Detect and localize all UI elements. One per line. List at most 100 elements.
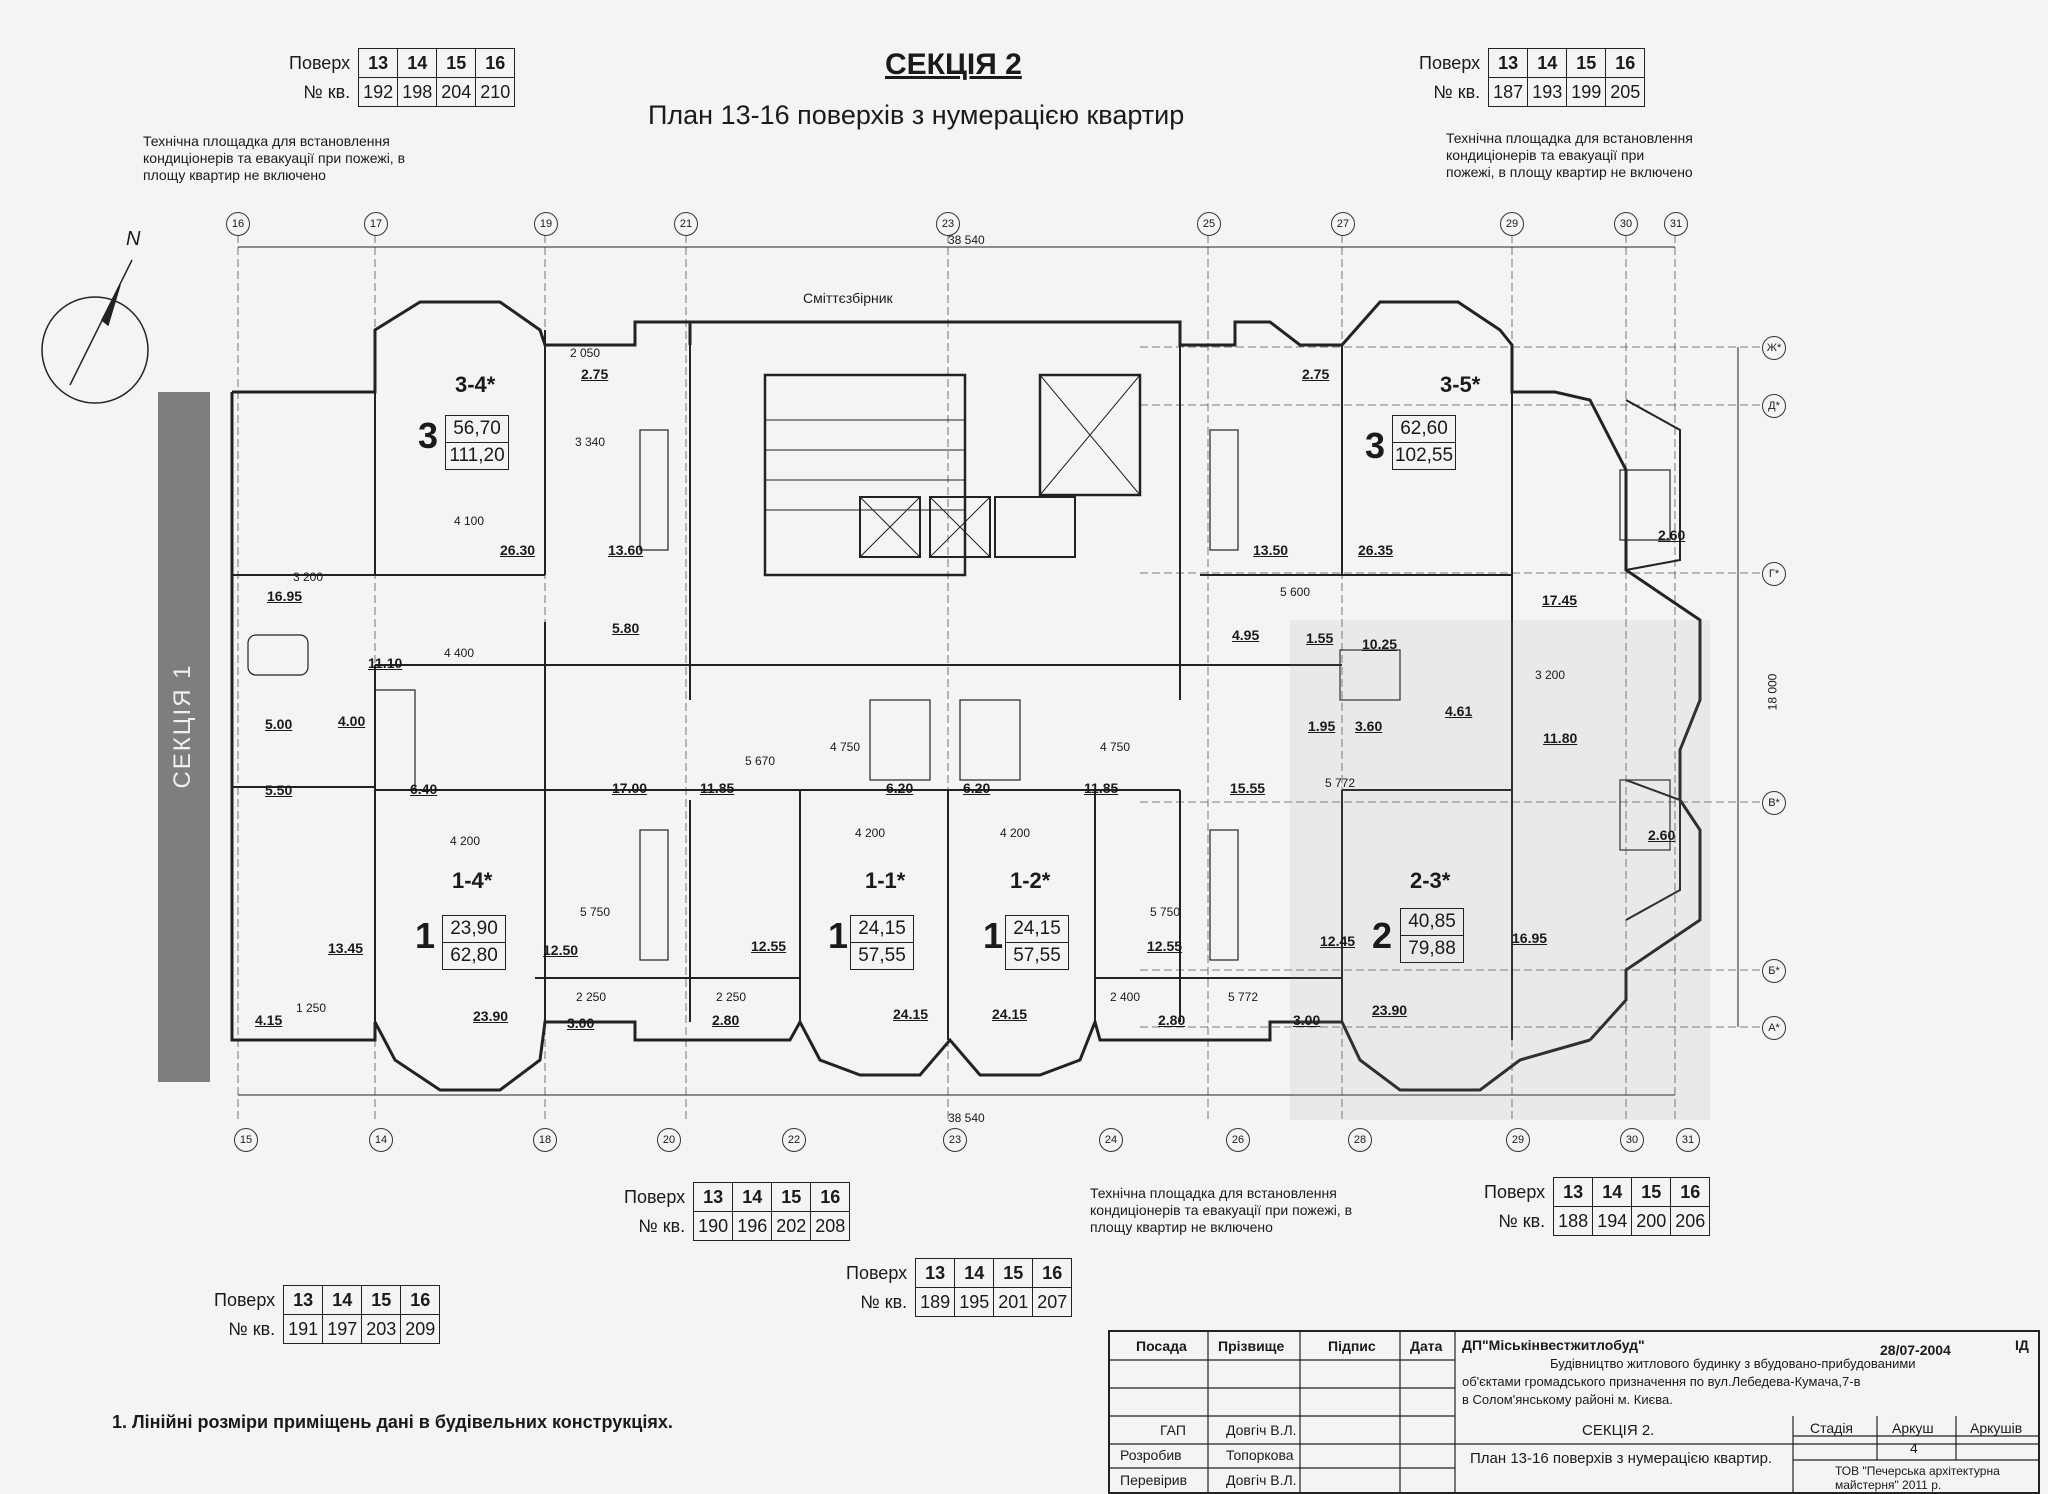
axis-bubble: 22: [782, 1128, 806, 1152]
tb-name: Довгіч В.Л.: [1226, 1422, 1297, 1438]
apartment-3-5: 3-5*: [1440, 372, 1480, 398]
room-area: 15.55: [1230, 780, 1266, 796]
dimension-label: 4 200: [855, 826, 886, 840]
room-area: 2.80: [1158, 1012, 1186, 1028]
tb-name: Довгіч В.Л.: [1226, 1472, 1297, 1488]
axis-bubble: 24: [1099, 1128, 1123, 1152]
tb-project-line3: в Солом'янському районі м. Києва.: [1462, 1392, 1673, 1407]
dimension-label: 4 200: [450, 834, 481, 848]
room-area: 12.50: [543, 942, 579, 958]
room-area: 2.60: [1658, 527, 1686, 543]
room-area: 26.35: [1358, 542, 1394, 558]
axis-bubble: 20: [657, 1128, 681, 1152]
axis-bubble: Ж*: [1762, 336, 1786, 360]
dimension-label: 5 750: [580, 905, 611, 919]
dimension-label: 4 750: [830, 740, 861, 754]
apartment-rooms: 1: [828, 915, 849, 956]
apartment-rooms: 1: [983, 915, 1004, 956]
dimension-label: 3 200: [293, 570, 324, 584]
axis-bubble: 30: [1614, 212, 1638, 236]
axis-bubble: 31: [1676, 1128, 1700, 1152]
dimension-label: 5 772: [1325, 776, 1356, 790]
dimension-label: 2 050: [570, 346, 601, 360]
tb-project-line2: об'єктами громадського призначення по ву…: [1462, 1374, 1861, 1389]
dimension-label: 3 340: [575, 435, 606, 449]
tb-plan: План 13-16 поверхів з нумерацією квартир…: [1470, 1450, 1773, 1467]
title-block: Посада Прізвище Підпис Дата ГАП Довгіч В…: [1108, 1330, 2040, 1494]
tb-sheets-label: Аркушів: [1970, 1420, 2023, 1436]
apartment-1-2: 1-2*: [1010, 868, 1050, 894]
dimension-label: 2 250: [576, 990, 607, 1004]
axis-bubble: 29: [1500, 212, 1524, 236]
axis-bubble: В*: [1762, 791, 1786, 815]
axis-bubble: 14: [369, 1128, 393, 1152]
depth-dimension: 18 000: [1765, 673, 1780, 711]
tb-role: Розробив: [1120, 1447, 1182, 1463]
apartment-3-4: 3-4*: [455, 372, 495, 398]
tb-org: ДП"Міськінвестжитлобуд": [1462, 1337, 1645, 1353]
room-area: 4.00: [338, 713, 366, 729]
room-area: 10.25: [1362, 636, 1398, 652]
room-area: 13.45: [328, 940, 364, 956]
dimension-label: 4 100: [454, 514, 485, 528]
room-area: 11.85: [700, 780, 735, 796]
dimension-label: 5 750: [1150, 905, 1181, 919]
tb-header-signature: Підпис: [1328, 1338, 1376, 1354]
apartment-1-4: 1-4*: [452, 868, 492, 894]
room-area: 12.45: [1320, 933, 1356, 949]
room-area: 5.00: [265, 716, 293, 732]
dimension-label: 3 200: [1535, 668, 1566, 682]
room-area: 13.60: [608, 542, 644, 558]
tb-section: СЕКЦІЯ 2.: [1582, 1422, 1655, 1439]
room-area: 17.45: [1542, 592, 1578, 608]
apartment-id: 1-2*: [1010, 868, 1051, 893]
section-1-label: СЕКЦІЯ 1: [169, 663, 196, 789]
scan-shading: [1290, 620, 1710, 1120]
tb-name: Топоркова: [1226, 1447, 1294, 1463]
dimension-label: 4 200: [1000, 826, 1031, 840]
room-area: 16.95: [1512, 930, 1548, 946]
room-area: 26.30: [500, 542, 536, 558]
room-area: 17.00: [612, 780, 648, 796]
room-area: 4.95: [1232, 627, 1260, 643]
tb-header-position: Посада: [1136, 1338, 1187, 1354]
room-area: 1.95: [1308, 718, 1336, 734]
axis-bubble: 21: [674, 212, 698, 236]
tb-header-date: Дата: [1410, 1338, 1443, 1354]
garbage-label: Сміттєзбірник: [803, 290, 893, 306]
tb-project-line1: Будівництво житлового будинку з вбудован…: [1550, 1356, 1916, 1371]
dimension-label: 4 400: [444, 646, 475, 660]
room-area: 24.15: [992, 1006, 1028, 1022]
axis-bubble: 28: [1348, 1128, 1372, 1152]
tb-role: ГАП: [1160, 1422, 1186, 1438]
north-arrow: [41, 259, 149, 404]
axis-bubble: 15: [234, 1128, 258, 1152]
room-area: 4.15: [255, 1012, 283, 1028]
dimension-label: 5 670: [745, 754, 776, 768]
room-area: 2.75: [1302, 366, 1330, 382]
room-area: 3.60: [1355, 718, 1383, 734]
apartment-id: 1-4*: [452, 868, 493, 893]
axis-bubble: 26: [1226, 1128, 1250, 1152]
axis-bubble: 16: [226, 212, 250, 236]
tb-sheet-code: ІД: [2015, 1337, 2029, 1353]
room-area: 16.95: [267, 588, 303, 604]
axis-bubble: 31: [1664, 212, 1688, 236]
axis-bubble: 18: [533, 1128, 557, 1152]
room-area: 12.55: [751, 938, 787, 954]
plan-title: План 13-16 поверхів з нумерацією квартир: [648, 100, 1185, 130]
title-block-grid: [1110, 1332, 2038, 1492]
axis-bubble: 27: [1331, 212, 1355, 236]
room-area: 4.61: [1445, 703, 1473, 719]
tb-date: 28/07-2004: [1880, 1342, 1951, 1358]
tb-role: Перевірив: [1120, 1472, 1188, 1488]
room-area: 1.55: [1306, 630, 1334, 646]
room-area: 11.80: [1543, 730, 1578, 746]
